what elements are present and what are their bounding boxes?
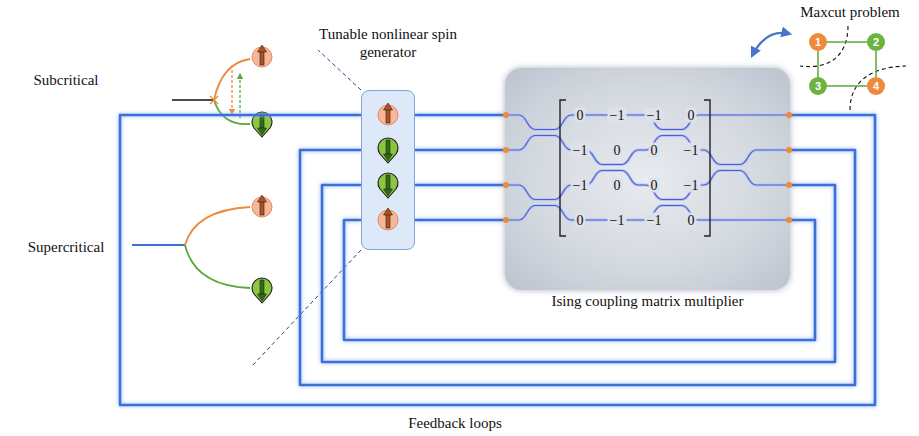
mapping-arrow [752,33,790,56]
matrix-bracket [704,100,710,236]
spin-up [378,208,398,230]
matrix-entry: 0 [686,108,697,123]
waveguide-glow [508,136,787,165]
waveguide [508,171,787,200]
vertex-number: 3 [815,80,821,92]
optical-channel [415,114,505,117]
component-heading: Tunable nonlinear spin generator [306,25,471,61]
matrix-entry: −1 [682,178,701,193]
matrix-entry: −1 [608,108,627,123]
matrix-entry: 0 [575,213,586,228]
spin-generator-box: Tunable nonlinear spin generator [361,90,415,250]
matrix-entry: −1 [571,143,590,158]
waveguide-glow [508,171,787,200]
matrix-multiplier-box: Ising coupling matrix multiplier [505,68,790,290]
matrix-bracket [560,100,566,236]
annotation: Supercritical [28,238,105,256]
matrix-entry: −1 [645,213,664,228]
cut-line [850,66,906,110]
port-dots [503,112,792,223]
optical-channel [415,219,505,222]
graph-edge [827,85,867,87]
port-dot [503,182,509,188]
spin-up [378,103,398,125]
matrix-entry: 0 [612,143,623,158]
matrix-entry: 0 [649,178,660,193]
vertex-number: 4 [873,80,879,92]
spin-down [378,138,398,163]
graph-vertex: 2 [867,33,885,51]
up-branch [185,207,250,245]
supercritical-bifurcation [132,195,272,303]
annotation: Maxcut problem [800,3,900,21]
transition-arrow [231,70,232,114]
annotation: Subcritical [34,71,99,89]
spin-up [252,195,272,217]
up-branch [214,59,250,100]
port-dot [786,217,792,223]
vertex-number: 1 [815,36,821,48]
down-branch [185,245,250,288]
spin-down [378,173,398,198]
spin-down [252,278,272,303]
matrix-entry: 0 [686,213,697,228]
spin-up [252,45,272,67]
zoom-line [318,50,361,90]
matrix-entry: 0 [575,108,586,123]
waveguides [508,115,787,220]
stable-branch [172,99,214,101]
graph-vertex: 1 [809,33,827,51]
graph-edge [875,51,877,77]
port-dot [503,147,509,153]
optical-channel [415,149,505,152]
unstable-mark [210,96,218,104]
subcritical-bifurcation [172,45,272,137]
matrix-entry: 0 [649,143,660,158]
graph-vertex: 4 [867,77,885,95]
matrix-entry: −1 [682,143,701,158]
graph-edge [817,51,819,77]
port-dot [786,147,792,153]
port-dot [786,112,792,118]
component-label: Ising coupling matrix multiplier [551,292,743,310]
annotation: Feedback loops [408,414,502,432]
waveguide [508,136,787,165]
matrix-entry: −1 [608,213,627,228]
port-dot [503,112,509,118]
graph-vertex: 3 [809,77,827,95]
graph-edge [827,41,867,43]
optical-channel [415,184,505,187]
stable-branch [132,244,185,246]
matrix-entry: 0 [612,178,623,193]
port-dot [786,182,792,188]
matrix-entry: −1 [571,178,590,193]
cut-line [800,26,848,67]
vertex-number: 2 [873,36,879,48]
matrix-entry: −1 [645,108,664,123]
transition-arrow [239,74,240,118]
port-dot [503,217,509,223]
